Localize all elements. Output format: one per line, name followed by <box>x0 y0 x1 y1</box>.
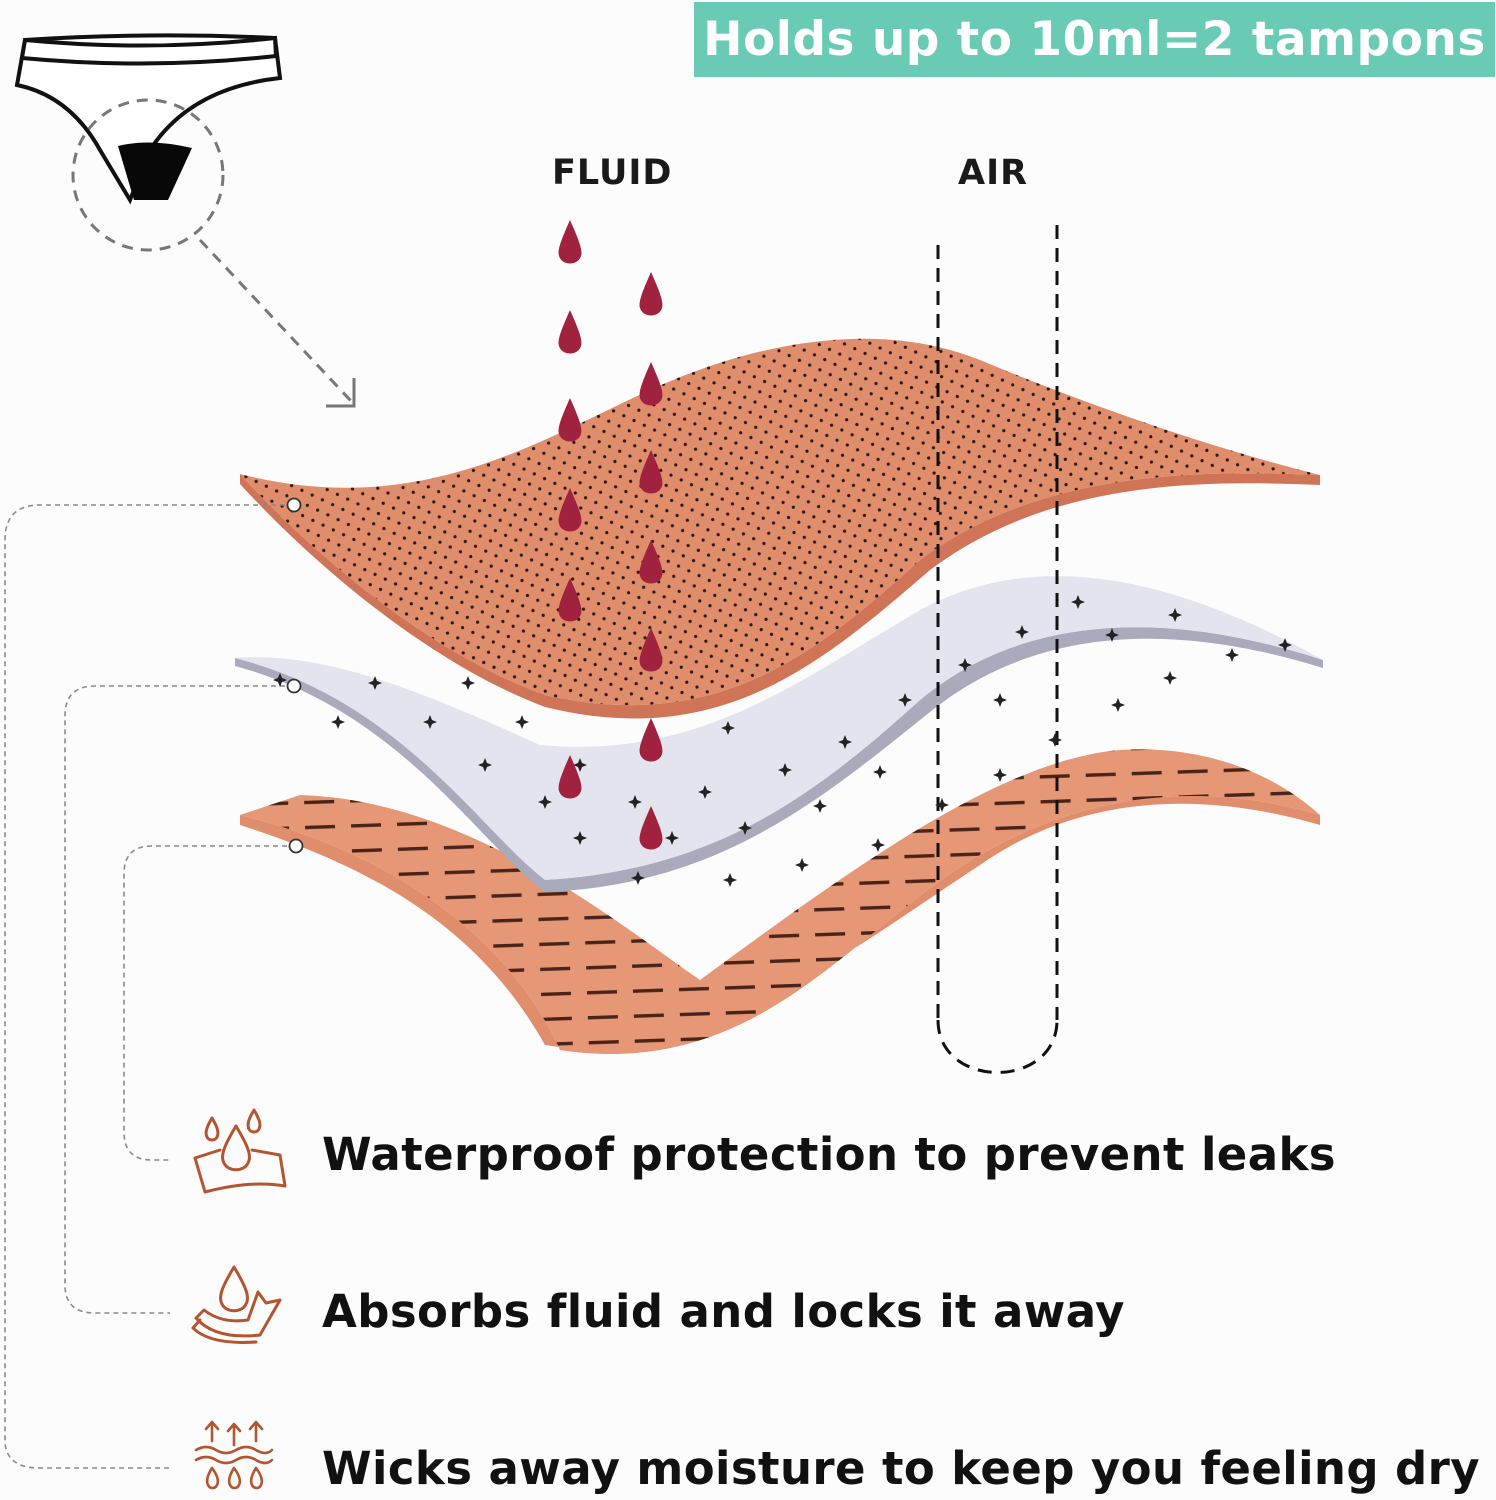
sparkle-mark <box>873 765 887 779</box>
absorb-icon <box>191 1265 282 1344</box>
sparkle-mark <box>1225 648 1239 662</box>
fluid-drop <box>558 578 582 622</box>
fluid-drop <box>639 450 663 494</box>
sparkle-mark <box>813 799 827 813</box>
sparkle-mark <box>795 858 809 872</box>
fluid-label: FLUID <box>552 153 673 193</box>
fluid-drop <box>558 220 582 264</box>
sparkle-mark <box>698 785 712 799</box>
sparkle-mark <box>1111 698 1125 712</box>
capacity-badge-text: Holds up to 10ml=2 tampons <box>703 12 1486 67</box>
fluid-drop <box>639 806 663 850</box>
sparkle-mark <box>538 795 552 809</box>
feature-waterproof-text: Waterproof protection to prevent leaks <box>322 1128 1336 1181</box>
sparkle-mark <box>273 673 287 687</box>
sparkle-mark <box>573 831 587 845</box>
sparkle-mark <box>738 821 752 835</box>
sparkle-mark <box>993 693 1007 707</box>
sparkle-mark <box>331 715 345 729</box>
bottom-waterproof-layer <box>240 749 1320 1054</box>
sparkle-mark <box>1163 671 1177 685</box>
sparkle-mark <box>958 658 972 672</box>
sparkle-mark <box>631 871 645 885</box>
middle-absorbent-layer <box>235 576 1323 892</box>
feature-wicking-text: Wicks away moisture to keep you feeling … <box>322 1442 1480 1495</box>
fluid-drop <box>639 272 663 316</box>
sparkle-mark <box>478 758 492 772</box>
sparkle-mark <box>1105 628 1119 642</box>
sparkle-mark <box>423 715 437 729</box>
connector-nodes <box>286 497 304 854</box>
sparkle-mark <box>461 676 475 690</box>
sparkle-mark <box>898 693 912 707</box>
waterproof-icon <box>193 1108 287 1194</box>
feature-absorb-text: Absorbs fluid and locks it away <box>322 1285 1125 1338</box>
fluid-drops <box>558 220 663 850</box>
sparkle-mark <box>993 768 1007 782</box>
fluid-drop <box>639 718 663 762</box>
fluid-drop <box>558 310 582 354</box>
sparkle-marks <box>273 595 1292 887</box>
sparkle-mark <box>665 831 679 845</box>
sparkle-mark <box>1015 625 1029 639</box>
air-flow-lines <box>936 225 1059 1074</box>
fluid-drop <box>639 362 663 406</box>
air-label: AIR <box>958 153 1029 193</box>
sparkle-mark <box>778 763 792 777</box>
sparkle-mark <box>368 676 382 690</box>
sparkle-mark <box>628 795 642 809</box>
fluid-drop <box>558 398 582 442</box>
top-wicking-layer <box>240 338 1320 719</box>
fluid-drop <box>558 488 582 532</box>
fluid-drop <box>558 755 582 799</box>
sparkle-mark <box>723 873 737 887</box>
capacity-badge: Holds up to 10ml=2 tampons <box>694 2 1495 77</box>
sparkle-mark <box>1278 638 1292 652</box>
sparkle-mark <box>871 838 885 852</box>
sparkle-mark <box>515 715 529 729</box>
fluid-drop <box>639 540 663 584</box>
fluid-drop <box>639 628 663 672</box>
sparkle-mark <box>935 798 949 812</box>
sparkle-mark <box>721 721 735 735</box>
sparkle-mark <box>1168 608 1182 622</box>
sparkle-mark <box>838 735 852 749</box>
wicking-icon <box>194 1420 274 1490</box>
connector-lines <box>4 504 296 1469</box>
sparkle-mark <box>1071 595 1085 609</box>
sparkle-mark <box>573 758 587 772</box>
sparkle-mark <box>1048 733 1062 747</box>
underwear-icon <box>14 33 356 408</box>
